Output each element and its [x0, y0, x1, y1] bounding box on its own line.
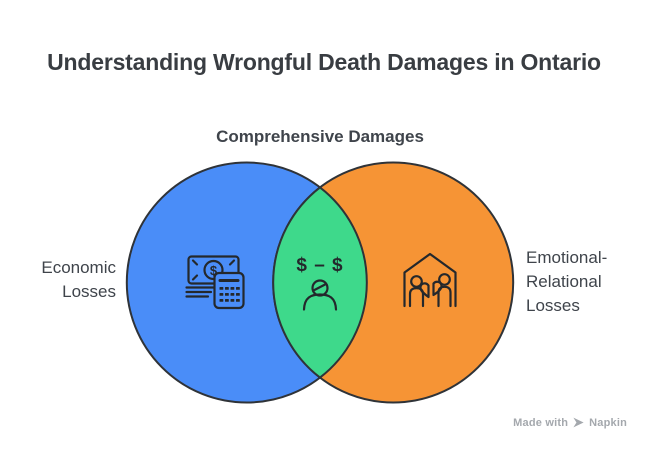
intersection-label: Comprehensive Damages [216, 127, 424, 146]
watermark-made-with-napkin[interactable]: Made with Napkin [513, 416, 627, 429]
calculator-body [213, 271, 245, 310]
emotional-label: Emotional- Relational Losses [526, 246, 636, 318]
dollar-glyph: $ [210, 263, 218, 278]
economic-label-line2: Losses [62, 282, 116, 301]
calculator-keys [219, 287, 240, 302]
economic-label-line1: Economic [41, 258, 116, 277]
intersection-lens [272, 186, 368, 379]
emotional-label-line2: Relational [526, 272, 602, 291]
emotional-label-line1: Emotional- [526, 248, 608, 267]
dollar-transfer-text: $ – $ [296, 255, 343, 276]
watermark-brand: Napkin [589, 416, 627, 429]
watermark-prefix: Made with [513, 416, 569, 429]
broken-heart-right [432, 280, 443, 297]
family-house-icon [403, 252, 457, 308]
shared-damages-icon: $ – $ [296, 255, 343, 311]
broken-heart-left [419, 282, 430, 299]
page-title: Understanding Wrongful Death Damages in … [47, 49, 601, 75]
money-calculator-icon: $ [185, 255, 245, 310]
emotional-label-line3: Losses [526, 296, 580, 315]
napkin-logo-icon [573, 417, 584, 428]
economic-label: Economic Losses [0, 256, 116, 304]
